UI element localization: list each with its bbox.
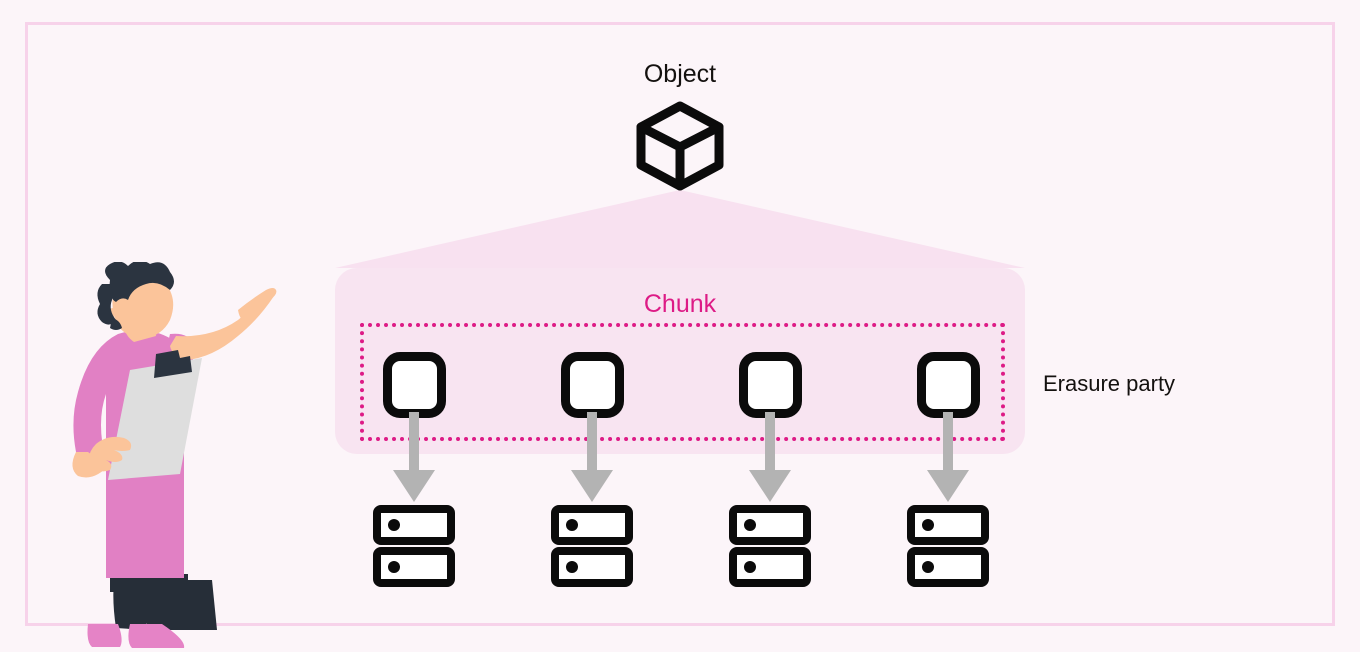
server-icon-1[interactable] [373, 505, 455, 587]
chunk-container [335, 268, 1025, 454]
person-hair [105, 262, 174, 302]
arrow-down-icon-2 [571, 412, 613, 502]
server-icon-3[interactable] [729, 505, 811, 587]
person-right-arm [170, 290, 274, 360]
person-left-shoe [87, 624, 122, 647]
clipboard [108, 358, 202, 480]
cube-icon [636, 101, 724, 191]
arrow-down-icon-4 [927, 412, 969, 502]
parity-box-4[interactable] [917, 352, 980, 418]
person-pants-left [113, 580, 150, 630]
server-icon-2[interactable] [551, 505, 633, 587]
parity-box-2[interactable] [561, 352, 624, 418]
parity-box-3[interactable] [739, 352, 802, 418]
person-hip [110, 574, 188, 592]
funnel-polygon [335, 190, 1025, 268]
arrow-down-icon-3 [749, 412, 791, 502]
server-icon-4[interactable] [907, 505, 989, 587]
object-label-text: Object [643, 60, 717, 88]
arrow-down-icon-1 [393, 412, 435, 502]
parity-box-1[interactable] [383, 352, 446, 418]
clipboard-clip [154, 350, 192, 378]
person-hair-side [97, 284, 116, 325]
chunk-dotted-border [360, 323, 1005, 441]
object-label: Object [0, 62, 1360, 87]
person-pointing-hand [238, 288, 277, 322]
person-pointing-illustration [72, 262, 277, 648]
person-right-shoe [128, 624, 185, 648]
person-left-hand [88, 436, 132, 472]
person-sideburn [110, 318, 122, 330]
chunk-label: Chunk [643, 290, 717, 318]
person-pants-right [150, 580, 198, 630]
person-front-leg [174, 580, 217, 630]
erasure-party-label: Erasure party [1043, 371, 1176, 396]
